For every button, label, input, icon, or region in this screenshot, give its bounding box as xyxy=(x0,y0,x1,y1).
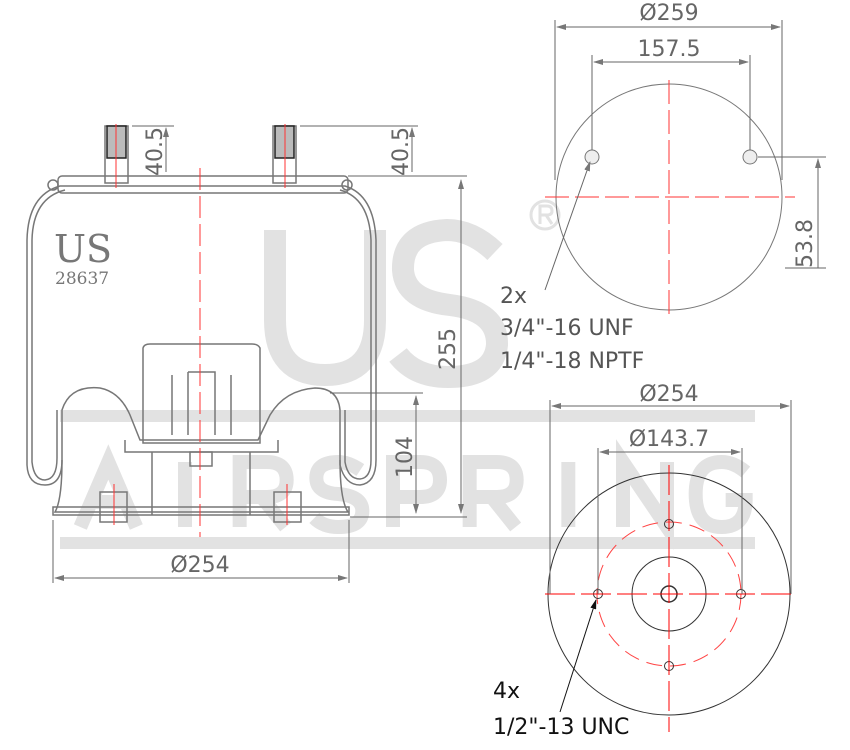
watermark-subtitle xyxy=(73,439,753,550)
watermark-letter-a xyxy=(73,444,143,530)
bellows-inner-right xyxy=(339,189,372,480)
label-base-diameter: Ø254 xyxy=(170,553,229,578)
stud-hole-right xyxy=(742,149,758,165)
watermark-letter-r xyxy=(232,455,294,532)
side-view xyxy=(26,124,467,583)
piston-top xyxy=(124,440,279,453)
watermark-letter-p xyxy=(386,455,448,527)
watermark-brand-s xyxy=(389,218,508,389)
note-top-thread: 3/4"-16 UNF xyxy=(500,316,634,341)
side-logo: US xyxy=(54,227,112,271)
label-offset: 53.8 xyxy=(793,219,818,268)
note-bottom-thread: 1/2"-13 UNC xyxy=(493,715,629,740)
note-top-port: 1/4"-18 NPTF xyxy=(500,349,644,374)
label-top-diameter: Ø259 xyxy=(639,1,698,26)
bellows-outline xyxy=(26,185,377,486)
watermark-letter-r xyxy=(462,455,524,532)
top-view xyxy=(544,20,826,315)
label-bottom-diameter: Ø254 xyxy=(639,382,698,407)
stud-hole-left xyxy=(584,149,600,165)
watermark-registered xyxy=(529,199,561,231)
label-piston-height: 104 xyxy=(393,436,418,478)
label-stud-left: 40.5 xyxy=(143,127,168,176)
nut xyxy=(189,451,213,467)
piston-walls xyxy=(151,452,251,515)
note-top-qty: 2x xyxy=(500,284,527,309)
bumper xyxy=(142,343,261,444)
piston-skirt xyxy=(53,459,350,513)
bead-left xyxy=(47,179,59,191)
label-stud-spacing: 157.5 xyxy=(638,37,701,62)
base-plate xyxy=(52,506,350,516)
watermark xyxy=(60,199,755,550)
watermark-brand-u xyxy=(264,230,386,387)
label-height: 255 xyxy=(436,328,461,370)
leader-top xyxy=(544,161,591,291)
watermark-letter-s xyxy=(309,454,370,535)
part-number: 28637 xyxy=(55,269,109,289)
note-bottom-qty: 4x xyxy=(493,679,520,704)
label-bolt-circle: Ø143.7 xyxy=(629,427,709,452)
bead-right xyxy=(341,179,353,191)
bumper-inner xyxy=(171,371,232,435)
bottom-view xyxy=(545,400,796,732)
watermark-bar-bottom xyxy=(60,537,755,549)
top-plate xyxy=(57,175,349,194)
watermark-letter-n xyxy=(616,439,674,550)
watermark-letter-g xyxy=(688,454,753,535)
leader-bottom xyxy=(559,599,597,713)
bellows-inner-left xyxy=(31,189,66,481)
label-stud-right: 40.5 xyxy=(389,127,414,176)
watermark-bar-top xyxy=(60,410,755,422)
